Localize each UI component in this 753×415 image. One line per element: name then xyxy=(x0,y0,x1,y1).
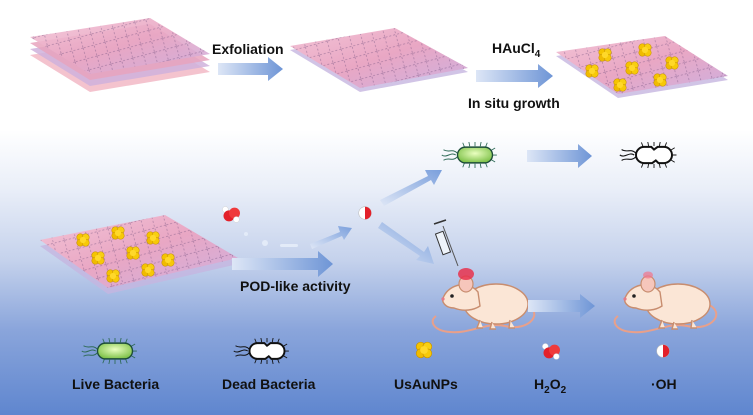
legend-nps-label: UsAuNPs xyxy=(394,376,458,392)
kill-arrow xyxy=(527,144,592,168)
legend-oh-icon xyxy=(656,344,670,358)
healed-mouse xyxy=(613,275,718,334)
stacked-layers xyxy=(30,18,210,92)
legend-oh-label: ·OH xyxy=(651,376,677,392)
branch-arrow-up xyxy=(380,170,442,206)
growth-arrow xyxy=(476,64,553,88)
infected-mouse xyxy=(431,275,536,334)
reaction-trail xyxy=(244,232,298,247)
reagent-text: HAuCl xyxy=(492,40,535,56)
exfoliation-label: Exfoliation xyxy=(212,41,284,57)
h2o2-molecule xyxy=(221,206,240,223)
wound-spot xyxy=(458,268,474,280)
healing-arrow xyxy=(528,294,595,318)
single-sheet xyxy=(290,28,468,92)
h2o2-h: H xyxy=(534,376,545,392)
h2o2-sub1: 2 xyxy=(544,384,550,396)
dead-bacterium-top xyxy=(618,142,678,168)
reagent-label: HAuCl4 xyxy=(492,40,540,60)
healed-spot xyxy=(643,271,653,279)
branch-arrow-down xyxy=(378,222,434,264)
reagent-subscript: 4 xyxy=(534,48,541,60)
pod-label: POD-like activity xyxy=(240,278,351,294)
oh-radical xyxy=(358,206,372,220)
legend-live-bacteria-icon xyxy=(81,338,138,364)
exfoliation-arrow xyxy=(218,57,283,81)
growth-label: In situ growth xyxy=(468,95,560,111)
decorated-sheet xyxy=(556,36,728,98)
legend-h2o2-label: H2O2 xyxy=(534,376,566,396)
legend-dead-bacteria-icon xyxy=(232,338,290,364)
h2o2-o: O xyxy=(549,376,561,392)
legend-h2o2-icon xyxy=(541,343,560,360)
legend-dead-label: Dead Bacteria xyxy=(222,376,316,392)
oh-arrow xyxy=(310,226,352,249)
syringe-icon xyxy=(433,219,459,267)
live-bacterium-top xyxy=(441,142,498,168)
legend-live-label: Live Bacteria xyxy=(72,376,160,392)
nanozyme-sheet xyxy=(40,215,238,294)
pod-arrow xyxy=(232,251,333,277)
h2o2-sub2: 2 xyxy=(560,384,567,396)
legend-nanoparticle-icon xyxy=(415,341,433,359)
